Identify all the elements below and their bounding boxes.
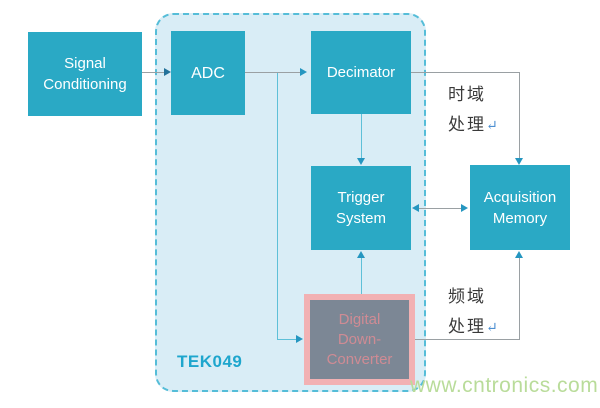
block-trigger-system: Trigger System (311, 166, 411, 250)
block-label: Acquisition (483, 188, 557, 206)
return-mark-icon: ↵ (486, 119, 498, 134)
connector-ddc-to-trigger (361, 258, 362, 294)
block-label: Memory (492, 209, 548, 227)
arrowhead-into-memory-left-icon (461, 204, 468, 212)
connector-trigger-to-memory (419, 208, 463, 209)
connector-ddc-to-memory-v (519, 258, 520, 340)
connector-adc-branch-to-ddc (277, 339, 298, 340)
annotation-text: 处理 (448, 317, 486, 336)
block-label: Signal (64, 55, 106, 72)
block-acquisition-memory: Acquisition Memory (470, 165, 570, 250)
connector-decimator-to-memory-v (519, 72, 520, 159)
arrowhead-into-memory-top-icon (515, 158, 523, 165)
arrowhead-into-adc-icon (164, 68, 171, 76)
block-label: Conditioning (43, 76, 127, 93)
annotation-text: 处理 (448, 115, 486, 134)
ddc-inner-panel: Digital Down- Converter (310, 300, 409, 379)
arrowhead-into-ddc-icon (296, 335, 303, 343)
block-label: ADC (191, 64, 225, 82)
block-label: Digital (338, 310, 381, 328)
block-digital-down-converter: Digital Down- Converter (304, 294, 415, 385)
block-signal-conditioning: Signal Conditioning (28, 32, 142, 116)
connector-decimator-to-memory-h (411, 72, 519, 73)
arrowhead-into-trigger-bottom-icon (357, 251, 365, 258)
return-mark-icon: ↵ (486, 321, 498, 336)
block-label: Trigger (337, 189, 385, 206)
arrowhead-into-trigger-right-icon (412, 204, 419, 212)
block-label: System (335, 210, 386, 227)
block-label: Converter (326, 350, 393, 368)
block-decimator: Decimator (311, 31, 411, 114)
connector-ddc-to-memory-h (415, 339, 520, 340)
tek049-label: TEK049 (177, 352, 243, 371)
arrowhead-into-trigger-top-icon (357, 158, 365, 165)
annotation-time-domain: 时域 处理↵ (448, 80, 512, 142)
connector-adc-to-decimator (245, 72, 303, 73)
connector-adc-branch-vertical (277, 73, 278, 339)
block-adc: ADC (171, 31, 245, 115)
annotation-text: 频域 (448, 287, 486, 306)
connector-signal-to-adc (142, 72, 166, 73)
block-label: Down- (337, 330, 382, 348)
watermark-text: www.cntronics.com (410, 374, 599, 397)
arrowhead-into-memory-bottom-icon (515, 251, 523, 258)
annotation-text: 时域 (448, 85, 486, 104)
connector-decimator-to-trigger (361, 114, 362, 159)
arrowhead-into-decimator-icon (300, 68, 307, 76)
annotation-freq-domain: 频域 处理↵ (448, 282, 512, 344)
block-label: Decimator (326, 64, 396, 81)
